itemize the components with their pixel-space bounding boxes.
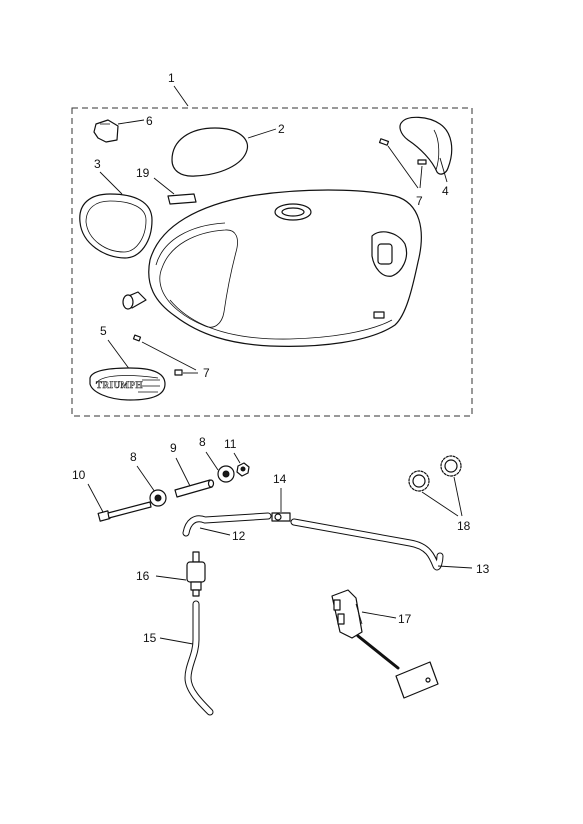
part-1-fuel-tank[interactable] (122, 189, 422, 347)
part-7-screw-upper-b[interactable] (417, 159, 427, 165)
part-12-breather-hose[interactable] (182, 512, 272, 537)
part-19-label[interactable] (167, 193, 197, 205)
part-5-tank-badge[interactable]: TRIUMPH (89, 367, 166, 401)
part-7-screw-upper-a[interactable] (378, 138, 390, 146)
callout-14[interactable]: 14 (273, 472, 287, 486)
callout-4[interactable]: 4 (442, 184, 449, 198)
callout-19[interactable]: 19 (136, 166, 150, 180)
part-10-bolt[interactable] (97, 501, 152, 522)
leader-8a (136, 465, 156, 493)
part-16-fuel-filter[interactable] (186, 551, 206, 597)
callout-1[interactable]: 1 (168, 71, 175, 85)
part-4-side-cover[interactable] (399, 116, 453, 175)
callout-7-upper[interactable]: 7 (416, 194, 423, 208)
part-8-grommet-right[interactable] (217, 465, 235, 483)
part-15-fuel-hose[interactable] (184, 600, 214, 716)
callout-9[interactable]: 9 (170, 441, 177, 455)
leader-5 (107, 339, 131, 371)
part-2-knee-pad[interactable] (171, 127, 249, 177)
leader-8b (205, 451, 219, 471)
leader-11 (233, 452, 241, 464)
part-18-gear-right[interactable] (440, 455, 462, 477)
callout-8-left[interactable]: 8 (130, 450, 137, 464)
leader-7b-1 (141, 341, 197, 371)
callout-2[interactable]: 2 (278, 122, 285, 136)
leader-2 (247, 128, 277, 139)
part-7-screw-lower-b[interactable] (174, 369, 183, 376)
callout-3[interactable]: 3 (94, 157, 101, 171)
part-18-gear-left[interactable] (408, 470, 430, 492)
part-3-knee-pad[interactable] (79, 193, 153, 259)
leader-19 (153, 177, 175, 195)
callout-11[interactable]: 11 (224, 437, 237, 451)
leader-16 (155, 575, 187, 581)
callout-16[interactable]: 16 (136, 569, 150, 583)
leader-7a-2 (419, 165, 423, 189)
leader-4 (439, 157, 448, 183)
callout-5[interactable]: 5 (100, 324, 107, 338)
leader-18b (453, 476, 463, 517)
callout-13[interactable]: 13 (476, 562, 490, 576)
part-7-screw-lower-a[interactable] (132, 334, 142, 342)
part-11-nut[interactable] (236, 462, 250, 477)
leader-10 (87, 483, 104, 513)
callout-7-lower[interactable]: 7 (203, 366, 210, 380)
callout-12[interactable]: 12 (232, 529, 246, 543)
leader-3 (99, 171, 123, 195)
leader-18a (421, 491, 459, 517)
leader-7a-1 (387, 145, 419, 189)
part-13-drain-hose[interactable] (290, 518, 444, 571)
callout-17[interactable]: 17 (398, 612, 412, 626)
assembly-frame (71, 107, 473, 417)
leader-13 (437, 565, 473, 569)
part-6-trim[interactable] (93, 119, 119, 143)
part-17-fuel-sender[interactable] (331, 589, 439, 699)
callout-18[interactable]: 18 (457, 519, 471, 533)
part-14-connector[interactable] (271, 512, 291, 522)
leader-15 (159, 637, 194, 645)
badge-logo-text: TRIUMPH (96, 380, 143, 390)
part-8-grommet-left[interactable] (149, 489, 167, 507)
leader-1 (173, 85, 189, 107)
leader-9 (175, 457, 191, 487)
callout-15[interactable]: 15 (143, 631, 157, 645)
leader-6 (117, 119, 145, 125)
callout-8-right[interactable]: 8 (199, 435, 206, 449)
leader-17 (361, 611, 397, 619)
part-9-spacer[interactable] (174, 479, 215, 498)
callout-10[interactable]: 10 (72, 468, 86, 482)
callout-6[interactable]: 6 (146, 114, 153, 128)
leader-12 (199, 527, 231, 536)
